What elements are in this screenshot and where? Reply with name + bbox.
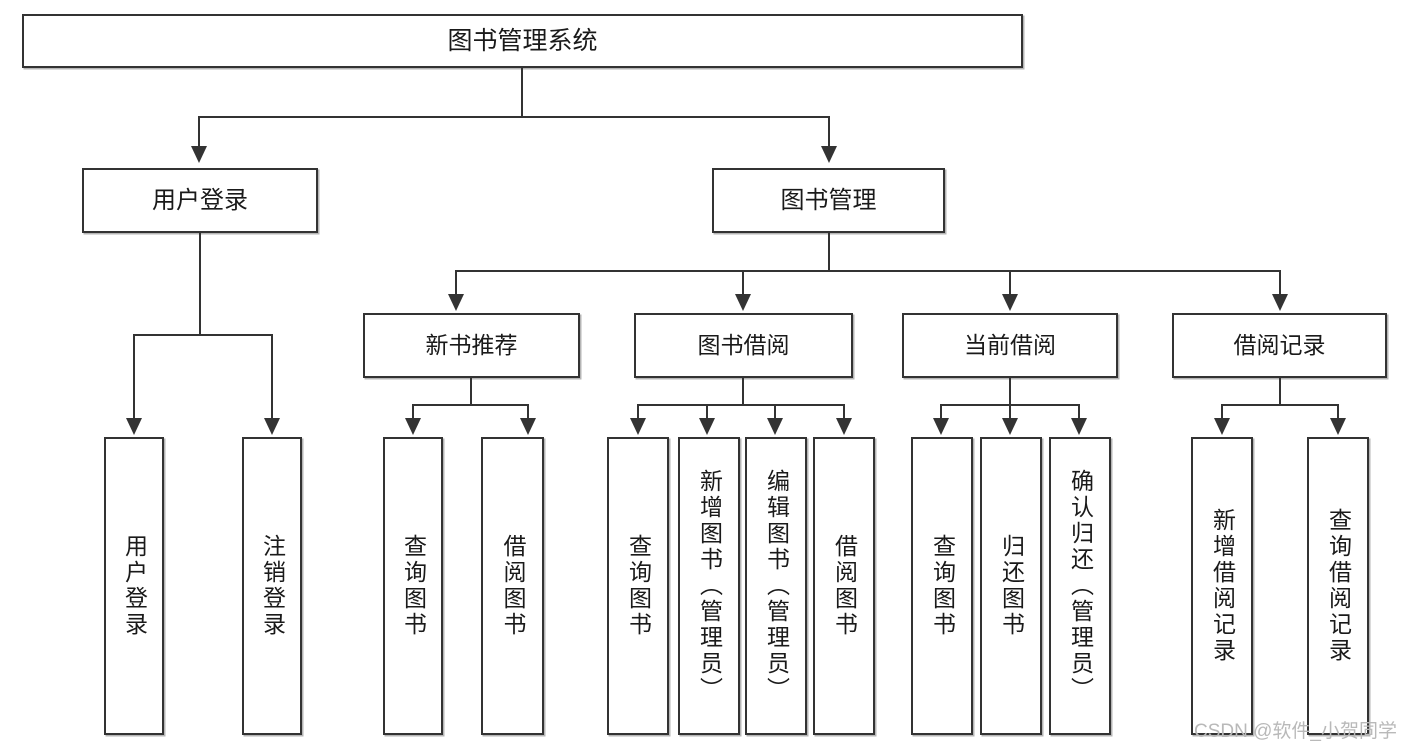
leaf-current-borrow-0[interactable]: 查询图书 — [911, 437, 973, 735]
leaf-new-book-recommend-0[interactable]: 查询图书 — [383, 437, 443, 735]
leaf-borrow-record-0[interactable]: 新增借阅记录 — [1191, 437, 1253, 735]
edge-br-stem — [1279, 378, 1281, 405]
arrow-cb-to-leaf-2 — [1071, 418, 1087, 435]
edge-nbr-to-leaf-1 — [527, 404, 529, 420]
edge-br-to-leaf-1 — [1337, 404, 1339, 420]
node-label: 图书管理 — [780, 186, 877, 214]
node-label: 查询图书 — [929, 534, 956, 638]
arrow-bb-to-leaf-1 — [699, 418, 715, 435]
arrow-bm-to-new-book-recommend — [448, 294, 464, 311]
edge-bm-to-current-borrow — [1009, 270, 1011, 296]
leaf-current-borrow-1[interactable]: 归还图书 — [980, 437, 1042, 735]
node-label: 新增图书（管理员） — [696, 469, 723, 703]
node-label: 用户登录 — [152, 186, 248, 214]
node-label: 借阅图书 — [831, 534, 858, 638]
node-label: 新书推荐 — [425, 332, 518, 359]
edge-bm-to-book-borrow — [742, 270, 744, 296]
leaf-book-borrow-2[interactable]: 编辑图书（管理员） — [745, 437, 807, 735]
node-label: 查询借阅记录 — [1325, 508, 1352, 664]
edge-user-login-bus — [133, 334, 273, 336]
arrow-br-to-leaf-0 — [1214, 418, 1230, 435]
edge-br-bus — [1221, 404, 1338, 406]
arrow-br-to-leaf-1 — [1330, 418, 1346, 435]
edge-book-management-bus — [455, 270, 1281, 272]
edge-root-stem — [521, 68, 523, 117]
arrow-bb-to-leaf-3 — [836, 418, 852, 435]
leaf-user-login-1[interactable]: 注销登录 — [242, 437, 302, 735]
node-current-borrow[interactable]: 当前借阅 — [902, 313, 1118, 378]
edge-book-management-stem — [828, 233, 830, 272]
arrow-bm-to-book-borrow — [735, 294, 751, 311]
arrow-user-login-to-leaf-0 — [126, 418, 142, 435]
edge-cb-to-leaf-0 — [940, 404, 942, 420]
node-book-management-system[interactable]: 图书管理系统 — [22, 14, 1023, 68]
arrow-bb-to-leaf-0 — [630, 418, 646, 435]
edge-user-login-to-leaf-1 — [271, 334, 273, 420]
edge-cb-stem — [1009, 378, 1011, 405]
edge-bb-to-leaf-3 — [843, 404, 845, 420]
edge-user-login-stem — [199, 233, 201, 335]
edge-root-to-user-login — [198, 116, 200, 149]
arrow-cb-to-leaf-1 — [1002, 418, 1018, 435]
arrow-cb-to-leaf-0 — [933, 418, 949, 435]
arrow-bb-to-leaf-2 — [767, 418, 783, 435]
leaf-new-book-recommend-1[interactable]: 借阅图书 — [481, 437, 544, 735]
arrow-nbr-to-leaf-1 — [520, 418, 536, 435]
node-new-book-recommend[interactable]: 新书推荐 — [363, 313, 580, 378]
leaf-current-borrow-2[interactable]: 确认归还（管理员） — [1049, 437, 1111, 735]
edge-br-to-leaf-0 — [1221, 404, 1223, 420]
edge-nbr-stem — [470, 378, 472, 405]
edge-bb-bus — [637, 404, 845, 406]
leaf-book-borrow-3[interactable]: 借阅图书 — [813, 437, 875, 735]
node-label: 查询图书 — [400, 534, 427, 638]
node-label: 借阅图书 — [500, 534, 526, 638]
edge-bb-to-leaf-2 — [774, 404, 776, 420]
node-label: 当前借阅 — [964, 332, 1056, 359]
node-book-borrow[interactable]: 图书借阅 — [634, 313, 853, 378]
node-label: 确认归还（管理员） — [1067, 469, 1094, 703]
node-label: 用户登录 — [121, 534, 148, 638]
node-label: 图书管理系统 — [447, 26, 598, 55]
arrow-root-to-book-management — [821, 146, 837, 163]
leaf-user-login-0[interactable]: 用户登录 — [104, 437, 164, 735]
edge-user-login-to-leaf-0 — [133, 334, 135, 420]
leaf-book-borrow-1[interactable]: 新增图书（管理员） — [678, 437, 740, 735]
edge-root-to-book-management — [828, 116, 830, 149]
leaf-borrow-record-1[interactable]: 查询借阅记录 — [1307, 437, 1369, 735]
edge-cb-to-leaf-1 — [1009, 404, 1011, 420]
arrow-bm-to-current-borrow — [1002, 294, 1018, 311]
edge-bm-to-new-book-recommend — [455, 270, 457, 296]
arrow-nbr-to-leaf-0 — [405, 418, 421, 435]
edge-root-bus — [198, 116, 830, 118]
arrow-bm-to-borrow-record — [1272, 294, 1288, 311]
node-label: 借阅记录 — [1233, 332, 1326, 359]
node-borrow-record[interactable]: 借阅记录 — [1172, 313, 1387, 378]
edge-bb-to-leaf-1 — [706, 404, 708, 420]
arrow-user-login-to-leaf-1 — [264, 418, 280, 435]
node-label: 新增借阅记录 — [1209, 508, 1236, 664]
node-label: 图书借阅 — [697, 332, 790, 359]
node-label: 归还图书 — [998, 534, 1025, 638]
edge-bb-stem — [742, 378, 744, 405]
edge-nbr-bus — [412, 404, 529, 406]
node-user-login[interactable]: 用户登录 — [82, 168, 318, 233]
edge-nbr-to-leaf-0 — [412, 404, 414, 420]
node-label: 编辑图书（管理员） — [763, 469, 790, 703]
node-book-management[interactable]: 图书管理 — [712, 168, 945, 233]
arrow-root-to-user-login — [191, 146, 207, 163]
csdn-watermark: CSDN @软件_小贺同学 — [1194, 721, 1397, 742]
node-label: 注销登录 — [259, 534, 286, 638]
node-label: 查询图书 — [625, 534, 652, 638]
leaf-book-borrow-0[interactable]: 查询图书 — [607, 437, 669, 735]
edge-bm-to-borrow-record — [1279, 270, 1281, 296]
edge-bb-to-leaf-0 — [637, 404, 639, 420]
edge-cb-to-leaf-2 — [1078, 404, 1080, 420]
